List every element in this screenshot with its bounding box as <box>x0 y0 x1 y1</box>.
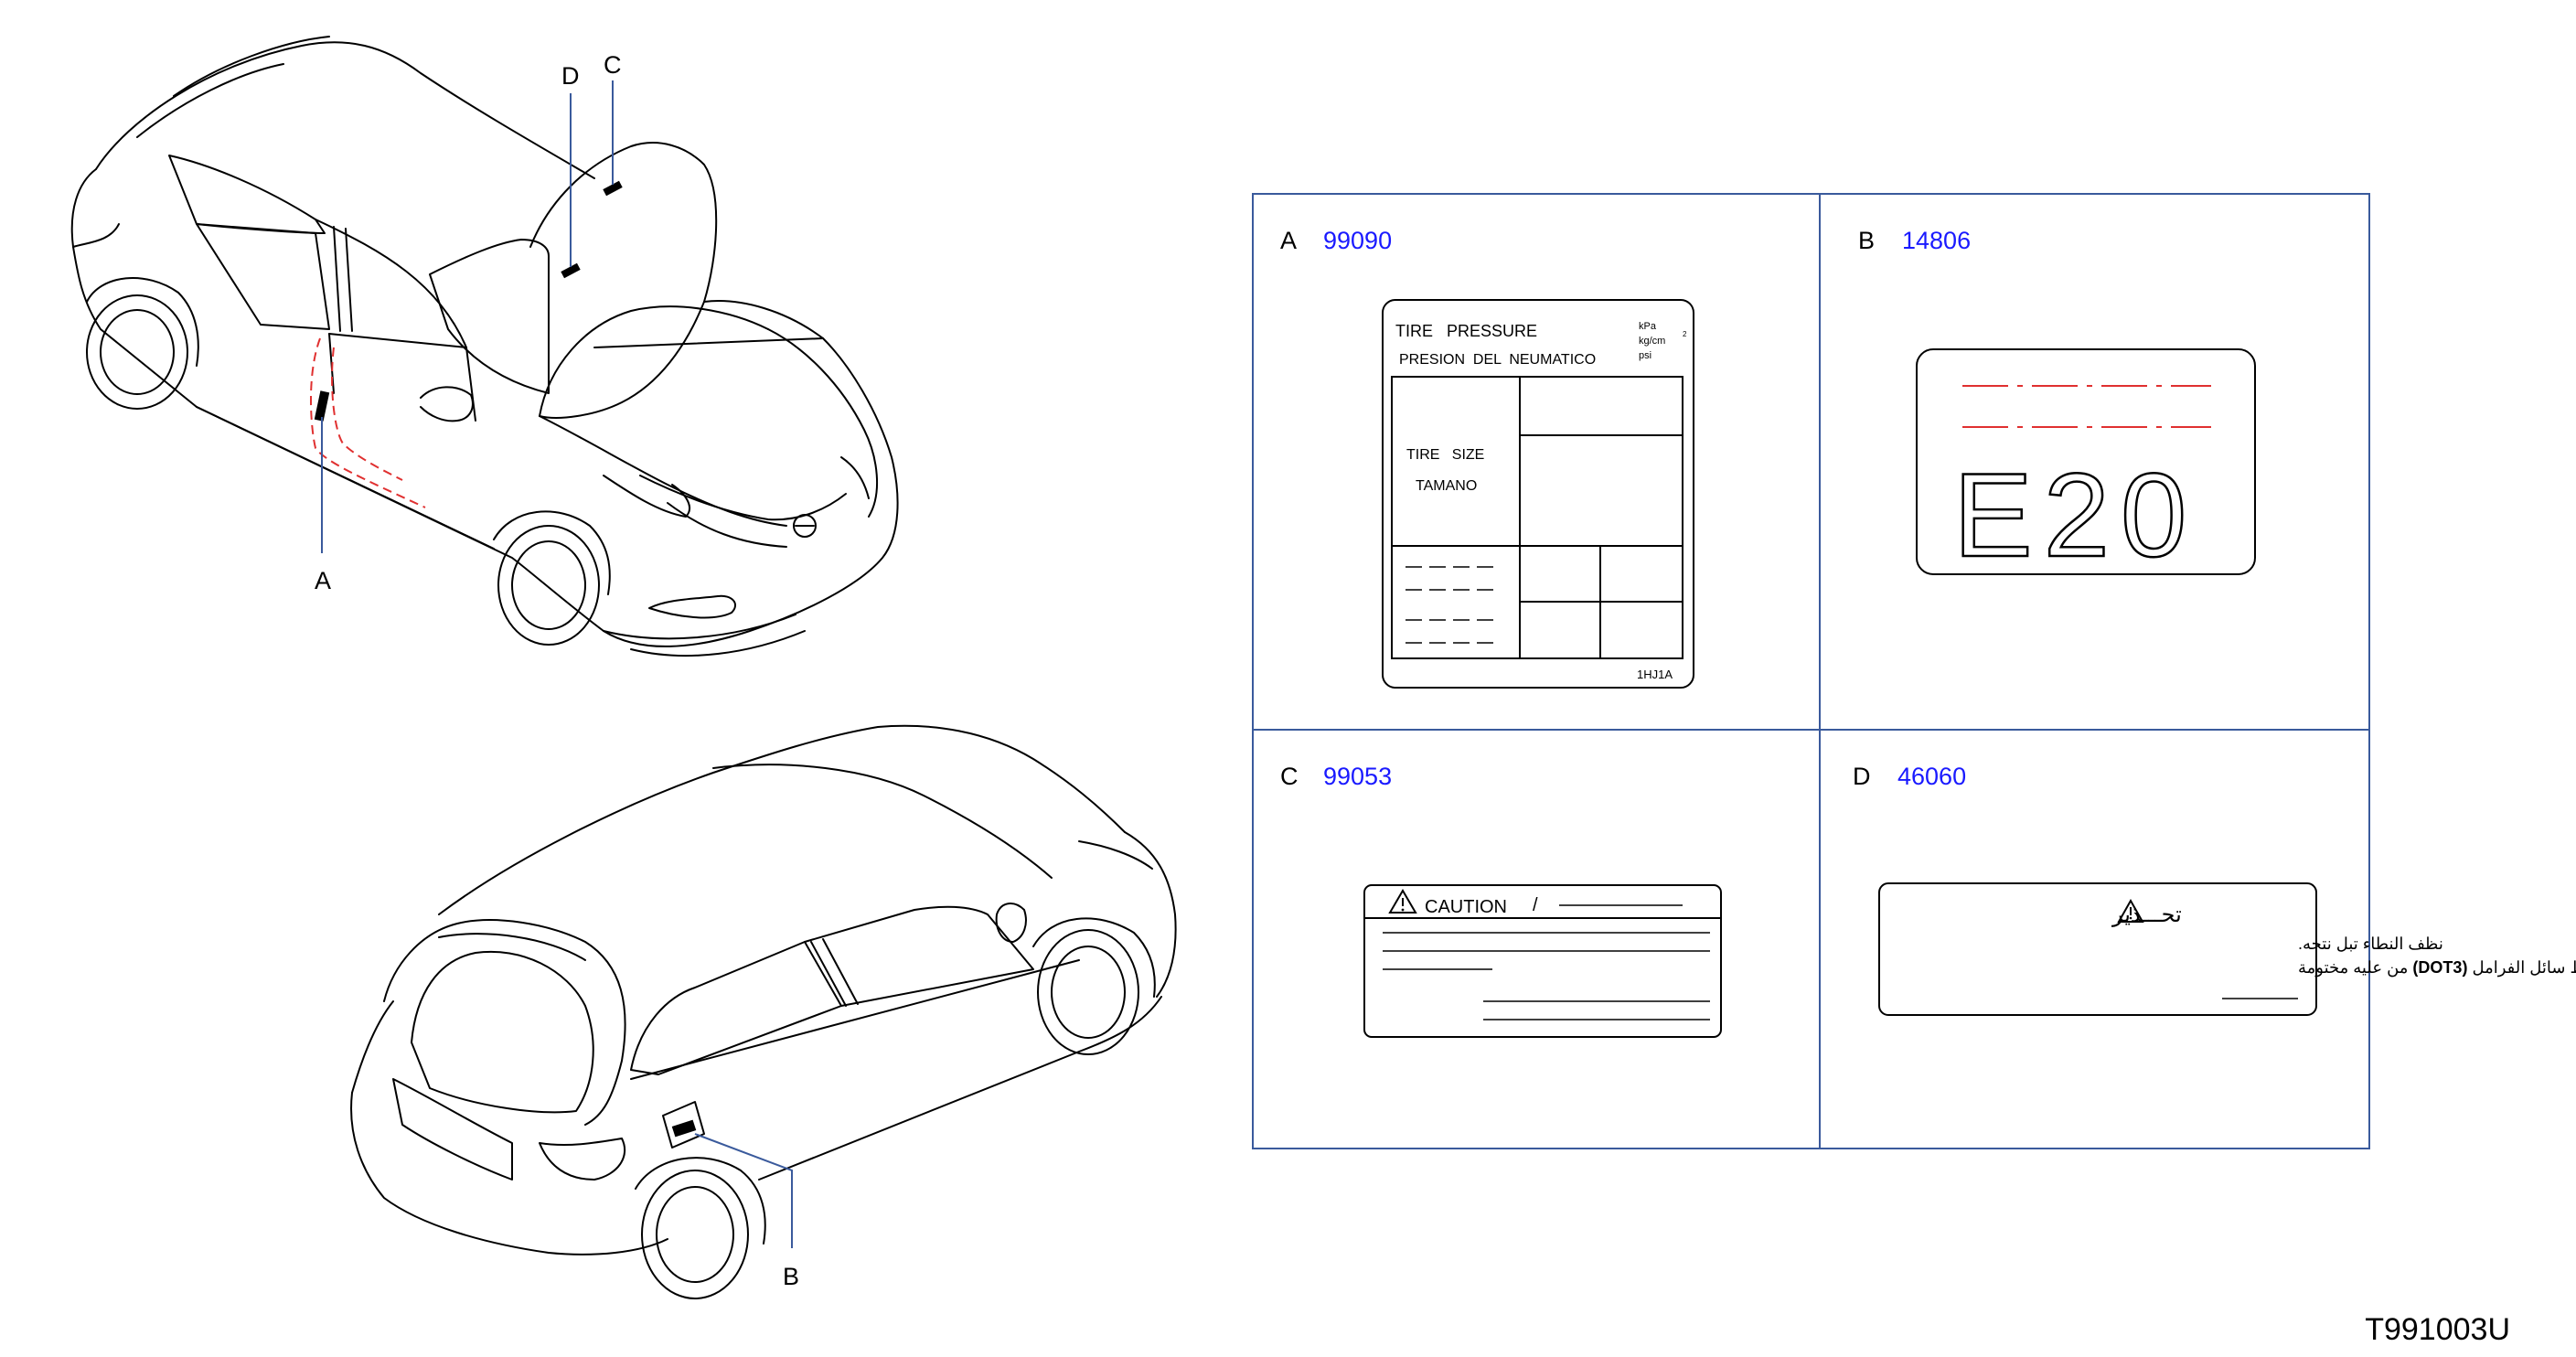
presion-title: PRESION DEL NEUMATICO <box>1399 352 1596 368</box>
label-panels-grid <box>1252 193 2370 1149</box>
arabic-warning-title: تحـــذير <box>2111 903 2182 927</box>
panel-a-letter: A <box>1280 227 1297 254</box>
panel-a-part-number: 99090 <box>1323 227 1392 254</box>
brake-fluid-warning-label: تحـــذير نظف النطاء تبل نتحه. استخدم نتط… <box>1878 882 2576 1016</box>
tire-pressure-label: TIRE PRESSURE PRESION DEL NEUMATICO kPa … <box>1382 299 1694 689</box>
callout-b: B <box>783 1263 799 1290</box>
e20-text: E20 <box>1953 448 2197 582</box>
label-d-marker <box>561 262 581 279</box>
front-car-leader-lines <box>321 80 614 553</box>
unit-kpa: kPa <box>1639 321 1657 332</box>
tire-size-label: TIRE SIZE <box>1406 447 1484 463</box>
front-car-label-markers <box>314 180 623 422</box>
panel-d-letter: D <box>1853 763 1871 790</box>
label-a-marker <box>314 390 330 422</box>
caution-label: CAUTION / <box>1363 884 1722 1038</box>
unit-kgcm: kg/cm <box>1639 336 1665 347</box>
label-code: 1HJ1A <box>1637 668 1673 681</box>
unit-psi: psi <box>1639 350 1651 361</box>
callout-d: D <box>561 62 580 90</box>
warning-triangle-icon <box>1388 889 1417 914</box>
caution-slash: / <box>1533 895 1538 915</box>
caution-heading: CAUTION <box>1425 897 1507 917</box>
front-car-illustration <box>70 36 899 657</box>
e20-label: E20 <box>1916 348 2256 582</box>
diagram-code: T991003U <box>2365 1312 2510 1347</box>
rear-car-illustration <box>350 724 1177 1299</box>
panel-b-letter: B <box>1858 227 1875 254</box>
unit-superscript: 2 <box>1683 330 1687 338</box>
panel-c-letter: C <box>1280 763 1299 790</box>
arabic-line-2: استخدم نتط سائل الفرامل (DOT3) من عليه م… <box>2298 958 2576 978</box>
panel-c-part-number: 99053 <box>1323 763 1392 790</box>
panel-b-part-number: 14806 <box>1902 227 1971 254</box>
panel-d-part-number: 46060 <box>1897 763 1966 790</box>
rear-car-leader-line <box>694 1133 793 1248</box>
door-dashed-outline <box>310 337 426 508</box>
callout-a: A <box>315 567 331 594</box>
callout-c: C <box>604 51 622 79</box>
arabic-line-1: نظف النطاء تبل نتحه. <box>2298 935 2443 953</box>
label-c-marker <box>603 180 623 197</box>
tamano-label: TAMANO <box>1416 478 1477 494</box>
warning-triangle-icon-d <box>2117 898 2144 923</box>
label-b-marker <box>671 1119 697 1138</box>
tire-pressure-title: TIRE PRESSURE <box>1395 322 1537 340</box>
